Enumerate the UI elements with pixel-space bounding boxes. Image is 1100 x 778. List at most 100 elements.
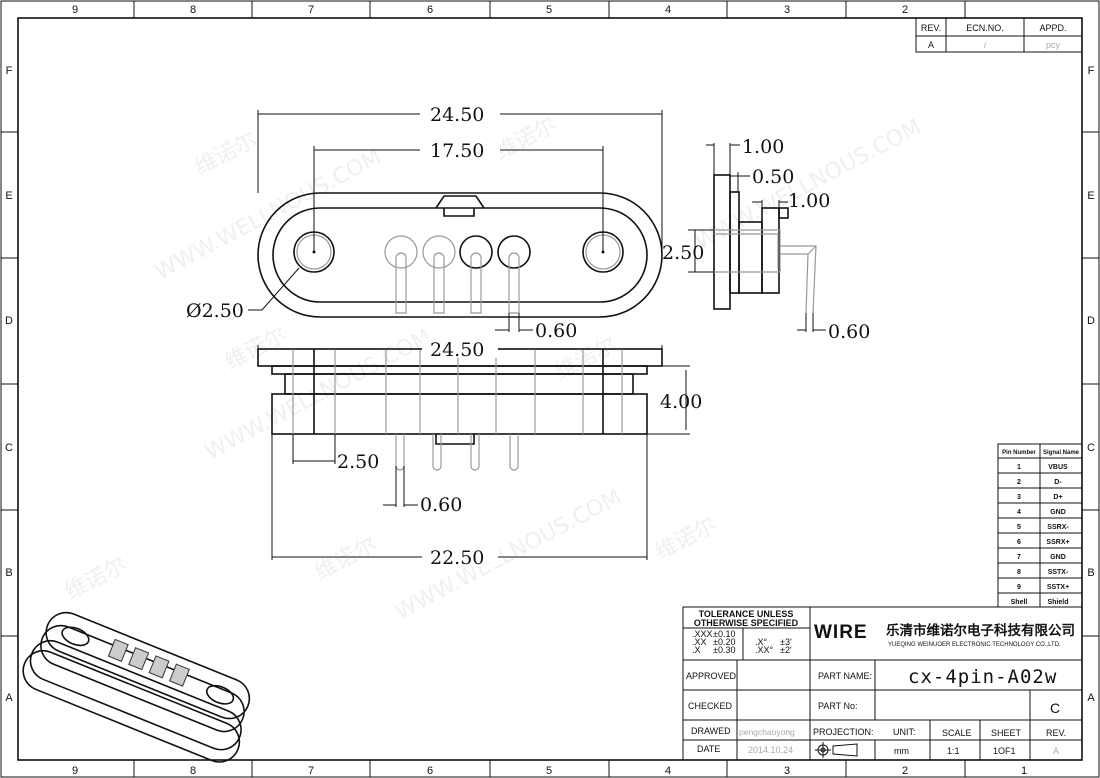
inner-frame xyxy=(17,17,1083,761)
pin-number: 1 xyxy=(1017,464,1021,471)
col-label: 4 xyxy=(665,4,671,16)
pin-number: 9 xyxy=(1017,584,1021,591)
ecn-header: ECN.NO. xyxy=(966,23,1004,33)
signal-name-header: Signal Name xyxy=(1043,450,1080,456)
dim-side-height: 2.50 xyxy=(662,242,704,264)
revision-block: REV. ECN.NO. APPD. A / pcy xyxy=(915,17,1083,53)
dim-front-offset: 2.50 xyxy=(337,451,379,473)
tolerance-title: TOLERANCE UNLESS xyxy=(699,609,794,619)
signal-name: D- xyxy=(1054,479,1062,486)
col-label: 6 xyxy=(427,4,433,16)
tolerance-key: .X xyxy=(692,645,701,655)
company-name-cn: 乐清市维诺尔电子科技有限公司 xyxy=(886,622,1075,638)
signal-name: SSRX+ xyxy=(1046,539,1069,546)
row-label: C xyxy=(1087,442,1095,454)
row-label: C xyxy=(5,442,13,454)
checked-label: CHECKED xyxy=(688,701,733,711)
tolerance-value: ±0.30 xyxy=(713,645,735,655)
col-label: 3 xyxy=(784,4,790,16)
watermark-cn: 维诺尔 xyxy=(491,112,561,165)
signal-name: SSRX- xyxy=(1047,524,1069,531)
unit-label: UNIT: xyxy=(893,727,916,737)
col-label: 4 xyxy=(665,765,671,777)
pin-number: 4 xyxy=(1017,509,1021,516)
col-label: 8 xyxy=(190,765,196,777)
tolerance-key: .X° xyxy=(755,637,768,647)
part-name-label: PART NAME: xyxy=(818,671,872,681)
sheet-label: SHEET xyxy=(991,728,1022,738)
scale-value: 1:1 xyxy=(947,746,960,756)
pin-number: Shell xyxy=(1011,599,1028,606)
projection-symbol-icon xyxy=(815,742,858,758)
company-name-en: YUEQING WEINUOER ELECTRONIC TECHNOLOGY C… xyxy=(888,642,1061,648)
part-no-rev: C xyxy=(1050,700,1060,716)
drawed-label: DRAWED xyxy=(691,726,731,736)
col-label: 7 xyxy=(308,765,314,777)
dim-front-bottom: 22.50 xyxy=(430,547,484,569)
watermark-cn: 维诺尔 xyxy=(61,552,131,605)
unit-value: mm xyxy=(894,746,909,756)
col-label: 2 xyxy=(902,765,908,777)
signal-name: D+ xyxy=(1053,494,1062,501)
row-label: A xyxy=(1087,692,1095,704)
col-label: 9 xyxy=(72,765,78,777)
col-label: 7 xyxy=(308,4,314,16)
rev-value: A xyxy=(1053,746,1059,756)
part-name-value: cx-4pin-A02w xyxy=(908,666,1057,688)
row-label: A xyxy=(5,692,13,704)
col-label: 5 xyxy=(546,765,552,777)
pin-number: 8 xyxy=(1017,569,1021,576)
col-label: 2 xyxy=(902,4,908,16)
dim-side-body: 1.00 xyxy=(788,190,830,212)
row-label: B xyxy=(5,567,12,579)
dim-top-width: 24.50 xyxy=(430,104,484,126)
company-logo: WIRE xyxy=(814,622,868,643)
pin-number: 5 xyxy=(1017,524,1021,531)
rev-value: A xyxy=(928,40,934,50)
front-view: 24.50 4.00 2.50 0.60 22.50 xyxy=(257,338,702,569)
col-label: 8 xyxy=(190,4,196,16)
col-label: 9 xyxy=(72,4,78,16)
isometric-view xyxy=(22,611,251,763)
row-label: F xyxy=(1088,65,1095,77)
tolerance-key: .XX° xyxy=(755,645,774,655)
dim-side-step: 0.50 xyxy=(752,166,794,188)
tolerance-value: ±3' xyxy=(780,637,792,647)
top-view: 24.50 17.50 Ø2.50 0.60 xyxy=(186,102,663,342)
side-view: 1.00 0.50 1.00 2.50 0.60 xyxy=(662,136,870,343)
ecn-value: / xyxy=(984,40,987,50)
tolerance-value: ±0.10 xyxy=(713,629,735,639)
col-label: 5 xyxy=(546,4,552,16)
appd-value: pcy xyxy=(1046,40,1061,50)
dim-front-pin: 0.60 xyxy=(420,494,462,516)
dim-hole-diameter: Ø2.50 xyxy=(186,300,244,322)
rev-label: REV. xyxy=(1046,728,1066,738)
approved-label: APPROVED xyxy=(686,671,737,681)
pin-number: 7 xyxy=(1017,554,1021,561)
date-label: DATE xyxy=(697,744,720,754)
tolerance-value: ±2' xyxy=(780,645,792,655)
tolerance-key: .XXX xyxy=(692,629,713,639)
scale-label: SCALE xyxy=(942,728,972,738)
row-label: B xyxy=(1087,567,1094,579)
watermark-cn: 维诺尔 xyxy=(191,127,261,180)
dim-side-flange: 1.00 xyxy=(742,136,784,158)
appd-header: APPD. xyxy=(1039,23,1066,33)
pin-number: 6 xyxy=(1017,539,1021,546)
row-label: D xyxy=(1087,315,1095,327)
part-no-label: PART No: xyxy=(818,701,858,711)
dim-side-pin: 0.60 xyxy=(828,321,870,343)
watermark-en: WWW.WELLNOUS.COM xyxy=(151,145,386,286)
signal-name: GND xyxy=(1050,509,1066,516)
dim-front-width: 24.50 xyxy=(430,339,484,361)
grid-labels: 9 8 7 6 5 4 3 2 9 8 7 6 5 4 3 2 1 F E D … xyxy=(5,4,1095,777)
tolerance-value: ±0.20 xyxy=(713,637,735,647)
projection-label: PROJECTION: xyxy=(813,727,874,737)
signal-name: VBUS xyxy=(1048,464,1068,471)
row-label: E xyxy=(1087,190,1094,202)
signal-name: Shield xyxy=(1047,599,1068,606)
